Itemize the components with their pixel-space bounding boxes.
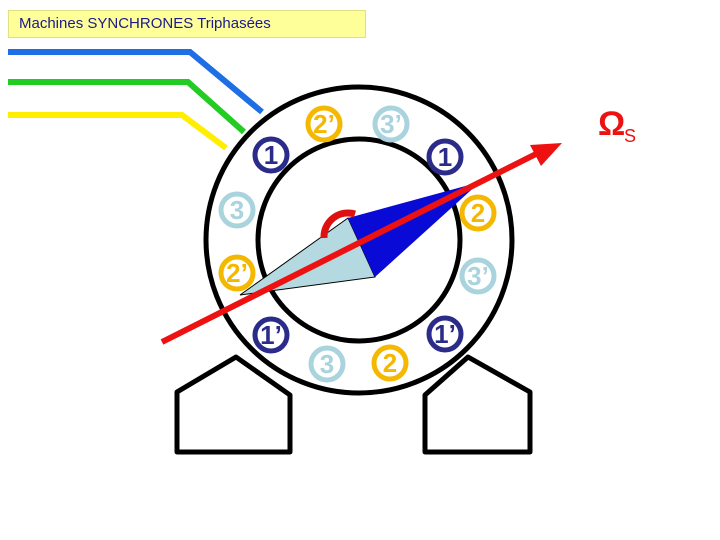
slot-label: 1’ — [434, 319, 456, 349]
slot-ring — [459, 194, 497, 232]
supply-wire-blue — [8, 49, 264, 115]
winding-slot-10: 3 — [308, 345, 346, 383]
slot-ring — [218, 191, 256, 229]
rotor-dark-pole — [348, 182, 480, 277]
slot-label: 2 — [383, 348, 397, 378]
winding-slot-2: 2’ — [305, 105, 343, 143]
winding-slot-5: 3 — [218, 191, 256, 229]
slot-ring — [252, 316, 290, 354]
omega-subscript: S — [624, 126, 636, 146]
slot-ring — [372, 105, 410, 143]
title-banner: Machines SYNCHRONES Triphasées — [8, 10, 366, 38]
winding-slot-6: 2 — [459, 194, 497, 232]
slot-ring — [426, 315, 464, 353]
stator-foot-right — [422, 354, 533, 455]
winding-slot-4: 1 — [426, 138, 464, 176]
slot-label: 2’ — [226, 258, 248, 288]
slot-ring — [305, 105, 343, 143]
slot-label: 2 — [471, 198, 485, 228]
slot-label: 1’ — [260, 320, 282, 350]
page-title: Machines SYNCHRONES Triphasées — [19, 15, 271, 32]
slot-label: 3’ — [467, 261, 489, 291]
rotor — [239, 182, 480, 296]
winding-slot-1: 1 — [252, 136, 290, 174]
stator-foot-left — [174, 354, 293, 455]
winding-slot-11: 2 — [371, 344, 409, 382]
winding-slot-8: 3’ — [459, 257, 497, 295]
slot-ring — [426, 138, 464, 176]
slot-ring — [308, 345, 346, 383]
slot-ring — [252, 136, 290, 174]
rotor-hub-arc — [320, 209, 357, 239]
slot-label: 1 — [264, 140, 278, 170]
rotating-field-arrow — [160, 143, 562, 345]
winding-slot-3: 3’ — [372, 105, 410, 143]
slot-label: 3 — [320, 349, 334, 379]
slot-label: 2’ — [313, 109, 335, 139]
winding-slot-12: 1’ — [426, 315, 464, 353]
slot-label: 3 — [230, 195, 244, 225]
slot-ring — [371, 344, 409, 382]
slot-label: 3’ — [380, 109, 402, 139]
omega-symbol: Ω — [598, 105, 625, 143]
slot-ring — [218, 254, 256, 292]
winding-slot-9: 1’ — [252, 316, 290, 354]
supply-wire-yellow — [8, 112, 228, 151]
winding-slot-7: 2’ — [218, 254, 256, 292]
supply-wire-green — [8, 79, 246, 135]
slot-label: 1 — [438, 142, 452, 172]
slot-ring — [459, 257, 497, 295]
